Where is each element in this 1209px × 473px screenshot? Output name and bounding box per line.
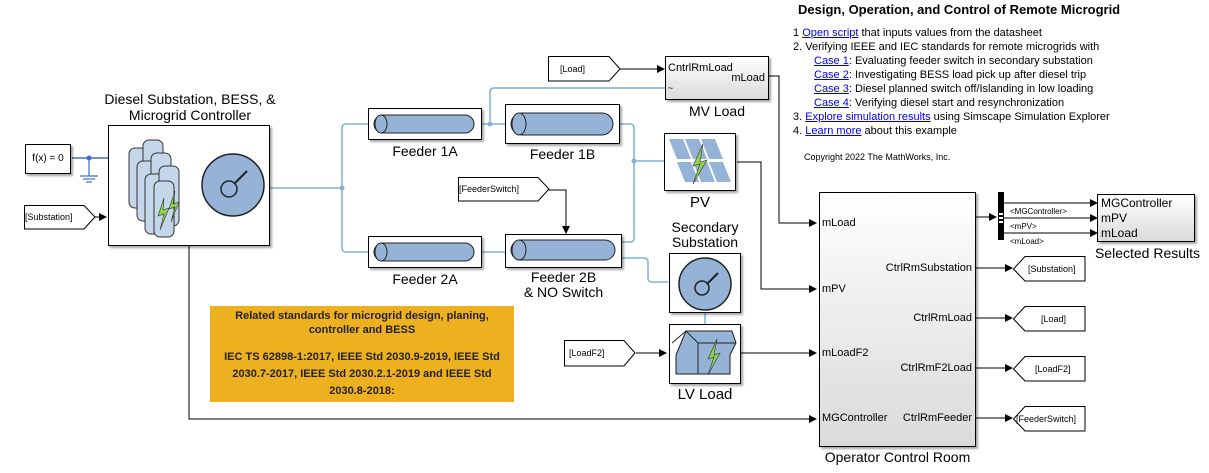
bus-signal-mgcontroller: <MGController> [1010,207,1067,216]
bus-signal-mpv: <mPV> [1010,222,1037,231]
pv-label: PV [689,194,710,211]
goto-feederswitch-label: [FeederSwitch] [1016,414,1077,424]
notes-title: Design, Operation, and Control of Remote… [798,2,1121,17]
goto-feederswitch-tag[interactable] [1013,406,1086,432]
mv-load-port-in: CntrlRmLoad [668,62,733,74]
from-loadf2-tag[interactable] [564,340,636,367]
goto-load-label: [Load] [1041,314,1067,324]
case-3-link[interactable]: Case 3 [814,83,849,95]
selected-results-block[interactable]: MGController mPV mLoad [1097,194,1195,242]
house-icon [671,330,737,376]
copyright: Copyright 2022 The MathWorks, Inc. [804,152,951,162]
mv-load-port-conn: ~ [668,83,674,93]
battery-icon [128,139,180,238]
cable-icon [510,112,614,136]
substation-icon [201,153,265,217]
results-input-mpv: mPV [1101,211,1128,225]
standards-annotation: Related standards for microgrid design, … [210,306,514,402]
from-substation-label: [Substation] [25,212,73,222]
note-case-2: Case 2: Investigating BESS load pick up … [814,69,1087,81]
solar-panel-icon [669,139,731,185]
note-case-1: Case 1: Evaluating feeder switch in seco… [814,55,1093,67]
substation-icon [678,257,732,311]
feeder-2a-label: Feeder 2A [392,271,458,287]
ocr-input-mgcontroller: MGController [822,412,888,424]
feeder-1b-label: Feeder 1B [529,146,596,162]
solver-config-block[interactable]: f(x) = 0 [25,144,71,174]
standards-heading-2: controller and BESS [308,324,416,336]
ocr-output-substation: CtrlRmSubstation [885,262,972,274]
standards-heading-1: Related standards for microgrid design, … [235,310,489,322]
goto-load-tag[interactable] [1013,306,1086,332]
feeder-2b-block[interactable] [505,234,622,268]
mv-load-port-out: mLoad [731,72,765,84]
ocr-output-f2load: CtrlRmF2Load [900,362,972,374]
from-loadf2-label: [LoadF2] [569,348,605,358]
from-feederswitch-label: [FeederSwitch] [459,184,520,194]
signal-connections [95,65,1098,423]
mv-load-label: MV Load [688,103,746,119]
feeder-1b-block[interactable] [505,104,620,144]
goto-substation-label: [Substation] [1028,264,1076,274]
case-1-link[interactable]: Case 1 [814,55,849,67]
goto-substation-tag[interactable] [1013,256,1086,282]
goto-loadf2-label: [LoadF2] [1035,364,1071,374]
from-feederswitch-tag[interactable] [458,177,550,202]
lv-load-block[interactable] [669,324,741,384]
ocr-input-mpv: mPV [822,283,846,295]
from-load-tag[interactable] [548,56,621,82]
lv-load-label: LV Load [677,386,733,403]
standards-body-2: 2030.7-2017, IEEE Std 2030.2.1-2019 and … [232,368,492,380]
from-load-label: [Load] [560,64,586,74]
case-4-link[interactable]: Case 4 [814,97,849,109]
physical-connections [72,87,706,325]
note-case-4: Case 4: Verifying diesel start and resyn… [814,97,1065,109]
ocr-input-mload: mLoad [822,217,856,229]
ocr-input-mloadf2: mLoadF2 [822,347,869,359]
cable-icon [510,239,616,261]
from-substation-tag[interactable] [24,205,96,230]
bus-signal-mload: <mLoad> [1010,237,1044,246]
open-script-link[interactable]: Open script [802,27,859,39]
ground-icon [80,158,98,183]
diesel-substation-block[interactable] [108,125,270,246]
learn-more-link[interactable]: Learn more [805,125,862,137]
note-item-2: 2. Verifying IEEE and IEC standards for … [793,41,1100,53]
feeder-2a-block[interactable] [368,236,482,268]
explore-results-link[interactable]: Explore simulation results [805,111,931,123]
pv-block[interactable] [664,133,736,191]
ocr-label: Operator Control Room [824,449,971,465]
mv-load-block[interactable]: CntrlRmLoad mLoad ~ [665,56,769,100]
results-input-mgcontroller: MGController [1101,196,1173,210]
diesel-block-label: Diesel Substation, BESS, &Microgrid Cont… [104,91,276,123]
cable-icon [373,242,475,262]
standards-body-3: 2030.8-2018: [329,385,395,397]
standards-body-1: IEC TS 62898-1:2017, IEEE Std 2030.9-201… [224,351,500,363]
note-item-1: 1 Open script that inputs values from th… [793,27,1042,39]
feeder-1a-block[interactable] [368,108,482,140]
ocr-output-feeder: CtrlRmFeeder [902,412,972,424]
selected-results-label: Selected Results [1094,245,1201,261]
note-item-4: 4. Learn more about this example [793,125,957,137]
junction-dots [86,121,637,191]
secondary-substation-block[interactable] [669,253,741,313]
results-input-mload: mLoad [1101,226,1138,240]
case-2-link[interactable]: Case 2 [814,69,849,81]
note-case-3: Case 3: Diesel planned switch off/Island… [814,83,1094,95]
cable-icon [373,114,475,134]
ocr-output-load: CtrlRmLoad [913,312,972,324]
feeder-1a-label: Feeder 1A [392,143,458,159]
bus-selector[interactable] [998,192,1004,240]
feeder-2b-label: Feeder 2B& NO Switch [523,269,604,300]
note-item-3: 3. Explore simulation results using Sims… [793,111,1110,123]
operator-control-room-block[interactable]: mLoad mPV mLoadF2 MGController CtrlRmSub… [819,192,976,447]
goto-loadf2-tag[interactable] [1013,356,1086,382]
